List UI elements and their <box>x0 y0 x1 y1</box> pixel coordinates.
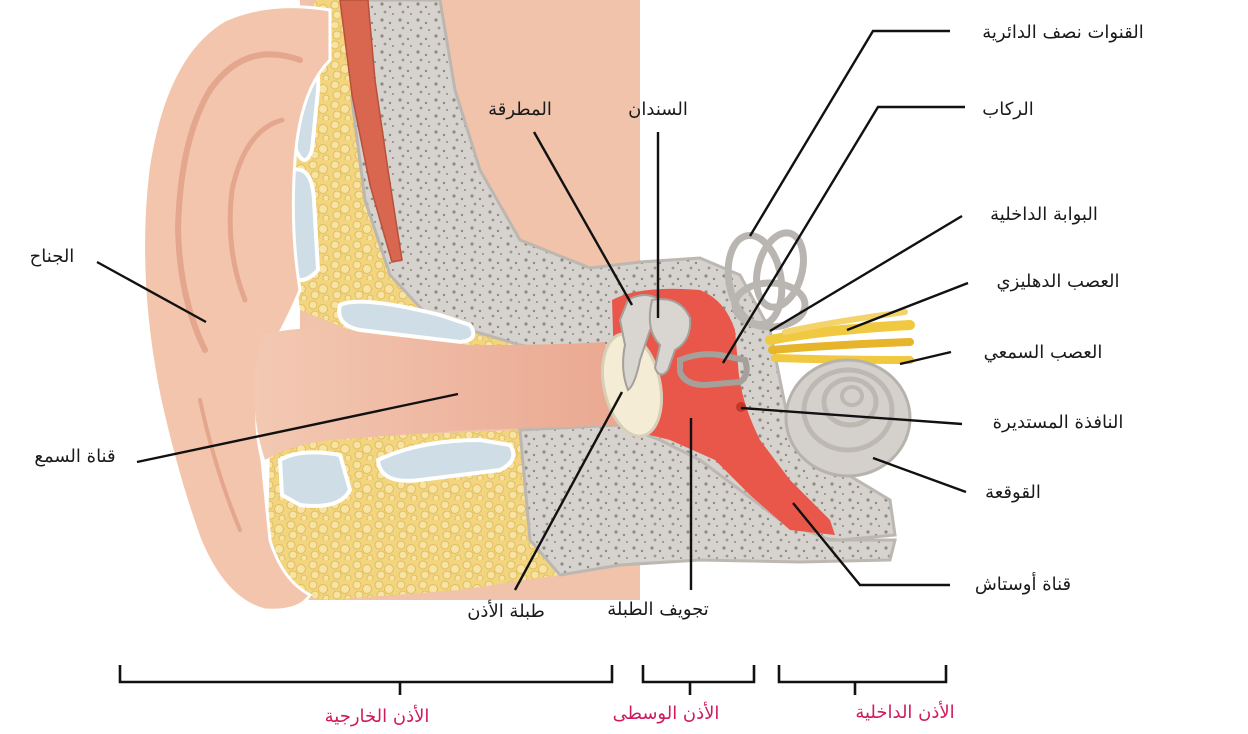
label-eustachian-tube: قناة أوستاش <box>975 572 1071 595</box>
label-vestibular-nerve: العصب الدهليزي <box>996 271 1119 292</box>
temporalis-muscle <box>339 0 403 263</box>
section-brackets: الأذن الخارجية الأذن الوسطى الأذن الداخل… <box>118 665 955 727</box>
bracket-middle-ear <box>641 665 756 695</box>
label-malleus: المطرقة <box>488 99 552 120</box>
temporal-bone-lower <box>518 423 897 577</box>
incus-shape <box>648 298 692 376</box>
label-internal-meatus: البوابة الداخلية <box>990 204 1098 225</box>
leader-eustachian-tube <box>792 502 950 587</box>
pinna-helix-fold <box>174 51 303 353</box>
pinna-shape <box>142 5 332 612</box>
leader-cochlear-nerve <box>899 350 952 366</box>
bracket-inner-ear <box>777 665 948 695</box>
leader-eardrum <box>513 391 624 591</box>
label-semicircular-canals: القنوات نصف الدائرية <box>982 22 1144 43</box>
leader-stapes <box>721 105 965 364</box>
pinna-antihelix-fold <box>227 117 285 303</box>
structure-labels: الجناح قناة السمع المطرقة السندان القنوا… <box>30 22 1144 622</box>
leader-internal-meatus <box>769 214 963 333</box>
cartilage-lower-b <box>375 437 516 483</box>
label-incus: السندان <box>628 99 688 120</box>
bracket-outer-ear <box>118 665 614 695</box>
section-label-inner: الأذن الداخلية <box>855 701 954 723</box>
stapes-shape <box>677 351 750 389</box>
leader-malleus <box>532 131 634 306</box>
section-label-outer: الأذن الخارجية <box>325 705 430 727</box>
leader-semicircular-canals <box>748 29 950 237</box>
semicircular-canals-shape <box>724 229 809 331</box>
label-cochlea: القوقعة <box>985 482 1041 503</box>
leader-cochlea <box>872 456 967 494</box>
pinna-lobe-fold <box>198 398 242 532</box>
label-cochlear-nerve: العصب السمعي <box>984 342 1103 363</box>
label-tympanic-cavity: تجويف الطبلة <box>607 599 709 620</box>
anatomy-illustration <box>142 0 915 612</box>
cochlea-shape <box>784 358 912 478</box>
ear-canal-shape <box>254 328 618 460</box>
label-eardrum: طبلة الأذن <box>467 600 545 622</box>
label-ear-canal: قناة السمع <box>34 446 115 467</box>
label-stapes: الركاب <box>982 99 1033 120</box>
leader-lines <box>96 29 969 591</box>
cartilage-lower-a <box>277 450 353 508</box>
label-pinna: الجناح <box>30 246 75 267</box>
leader-pinna <box>96 260 207 324</box>
fat-tissue-upper <box>290 0 520 355</box>
cartilage-mid <box>337 299 476 345</box>
leader-ear-canal <box>136 392 459 464</box>
leader-round-window <box>740 406 963 426</box>
section-label-middle: الأذن الوسطى <box>613 702 720 724</box>
label-round-window: النافذة المستديرة <box>993 412 1124 433</box>
leader-vestibular-nerve <box>846 281 969 332</box>
round-window-dot <box>736 402 746 412</box>
